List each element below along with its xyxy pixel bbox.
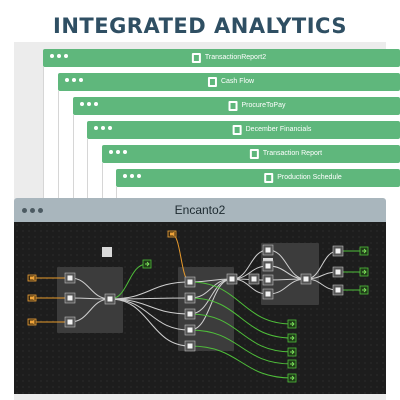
file-tab[interactable]: ProcureToPay <box>73 97 400 115</box>
speaker-icon <box>30 275 35 281</box>
node-core <box>187 279 193 285</box>
tab-menu-dots-icon[interactable] <box>65 78 83 82</box>
speaker-icon <box>30 319 35 325</box>
node-core <box>187 327 193 333</box>
node-core <box>265 247 271 253</box>
tab-menu-dots-icon[interactable] <box>94 126 112 130</box>
speaker-icon <box>170 231 175 237</box>
file-tab[interactable]: December Financials <box>87 121 400 139</box>
arrow-right-icon <box>362 269 367 275</box>
tab-menu-dots-icon[interactable] <box>123 174 141 178</box>
document-node-icon <box>102 247 112 257</box>
spreadsheet-icon <box>191 53 201 63</box>
node-core <box>67 295 73 301</box>
tab-label: Cash Flow <box>220 78 255 85</box>
speaker-icon <box>30 295 35 301</box>
tab-label: December Financials <box>245 126 312 133</box>
spreadsheet-icon <box>249 149 259 159</box>
workflow-canvas[interactable] <box>14 222 386 396</box>
tab-menu-dots-icon[interactable] <box>50 54 68 58</box>
arrow-right-icon <box>145 261 150 267</box>
tab-label: Production Schedule <box>277 174 342 181</box>
connection-wire <box>189 278 233 331</box>
tab-menu-dots-icon[interactable] <box>109 150 127 154</box>
node-group <box>57 267 123 333</box>
tab-label: TransactionReport2 <box>204 54 267 61</box>
arrow-right-icon <box>290 375 295 381</box>
connection-wire <box>189 345 293 379</box>
arrow-right-icon <box>290 335 295 341</box>
node-core <box>265 291 271 297</box>
connection-wire <box>189 297 293 339</box>
connection-wire <box>189 329 293 365</box>
window-menu-dots-icon[interactable] <box>22 208 43 213</box>
file-tab[interactable]: Cash Flow <box>58 73 400 91</box>
node-core <box>229 276 235 282</box>
node-core <box>187 343 193 349</box>
node-core <box>187 311 193 317</box>
connection-wire <box>189 313 293 353</box>
spreadsheet-icon <box>232 125 242 135</box>
node-core <box>335 248 341 254</box>
page-title: INTEGRATED ANALYTICS <box>53 14 347 38</box>
node-core <box>335 269 341 275</box>
node-core <box>303 276 309 282</box>
spreadsheet-icon <box>228 101 238 111</box>
encanto-window: Encanto2 <box>14 198 386 396</box>
workflow-diagram <box>27 230 369 383</box>
node-core <box>265 277 271 283</box>
node-core <box>265 263 271 269</box>
node-core <box>335 287 341 293</box>
connection-wire <box>109 298 191 347</box>
arrow-right-icon <box>290 349 295 355</box>
arrow-right-icon <box>290 361 295 367</box>
connection-wire <box>189 281 293 325</box>
arrow-right-icon <box>362 287 367 293</box>
arrow-right-icon <box>362 248 367 254</box>
spreadsheet-icon <box>207 77 217 87</box>
node-core <box>107 296 113 302</box>
file-tab[interactable]: Production Schedule <box>116 169 400 187</box>
bottom-strip <box>14 394 386 400</box>
arrow-right-icon <box>290 321 295 327</box>
file-tab[interactable]: TransactionReport2 <box>43 49 400 67</box>
tab-menu-dots-icon[interactable] <box>80 102 98 106</box>
node-core <box>187 295 193 301</box>
window-title-bar[interactable]: Encanto2 <box>14 198 386 222</box>
tab-label: ProcureToPay <box>241 102 286 109</box>
file-tab[interactable]: Transaction Report <box>102 145 400 163</box>
spreadsheet-icon <box>264 173 274 183</box>
window-title: Encanto2 <box>174 203 226 217</box>
tab-label: Transaction Report <box>262 150 323 157</box>
node-core <box>251 276 257 282</box>
node-core <box>67 275 73 281</box>
node-core <box>67 319 73 325</box>
